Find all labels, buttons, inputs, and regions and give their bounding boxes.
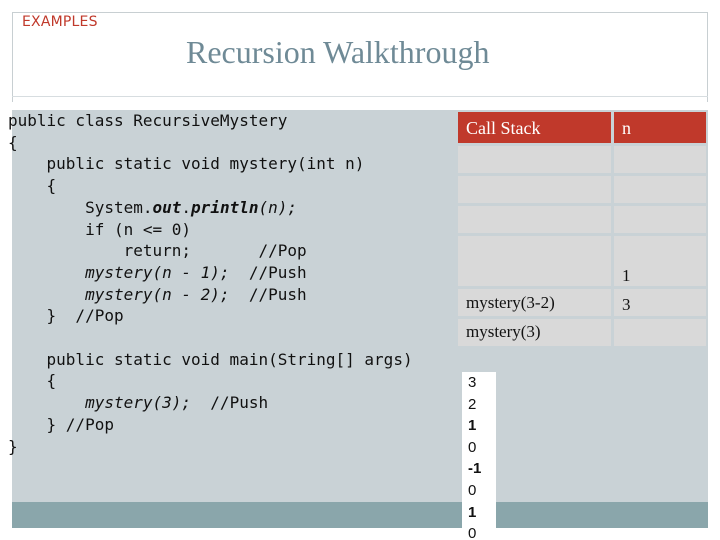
- call-stack-header: Call Stack: [466, 118, 541, 138]
- frame-right-line: [707, 12, 708, 102]
- stack-call-label: mystery(3-2): [466, 293, 555, 312]
- stack-row-cell: [458, 146, 611, 173]
- stack-call-label: mystery(3): [466, 322, 541, 341]
- output-line: 0: [468, 481, 477, 499]
- code-line: public static void mystery(int n): [8, 154, 365, 174]
- code-line: mystery(n - 2);: [8, 284, 230, 304]
- stack-row-cell: [458, 236, 611, 286]
- code-comment: //Push: [229, 284, 307, 304]
- title-divider: [12, 96, 708, 97]
- output-line: 0: [468, 525, 477, 540]
- code-line: {: [8, 371, 57, 391]
- code-token: out: [152, 197, 182, 217]
- stack-row-cell: [614, 319, 706, 346]
- output-line: 1: [468, 503, 477, 521]
- code-line: }: [8, 436, 18, 456]
- output-line: -1: [468, 460, 482, 478]
- code-line: {: [8, 132, 18, 152]
- slide-title: Recursion Walkthrough: [186, 34, 490, 70]
- output-line: 1: [468, 417, 477, 435]
- code-line: if (n <= 0): [8, 219, 192, 239]
- code-line: return; //Pop: [8, 241, 307, 261]
- output-line: 0: [468, 438, 477, 456]
- footer-strip: [12, 528, 708, 540]
- footer-bar: [12, 502, 708, 528]
- code-block: public class RecursiveMystery { public s…: [8, 110, 413, 457]
- code-line: public class RecursiveMystery: [8, 111, 288, 130]
- n-header: n: [622, 118, 631, 138]
- code-token: (n);: [258, 197, 298, 217]
- code-line: System.: [8, 197, 153, 217]
- code-line: } //Pop: [8, 414, 114, 434]
- frame-top-line: [12, 12, 708, 13]
- code-token: println: [191, 197, 259, 217]
- code-line: mystery(3);: [8, 393, 192, 413]
- code-line: public static void main(String[] args): [8, 349, 413, 369]
- stack-row-cell: [614, 289, 706, 316]
- code-line: mystery(n - 1);: [8, 262, 230, 282]
- stack-row-cell: [458, 289, 611, 316]
- stack-row-cell: [614, 206, 706, 233]
- stack-n-value: 1: [622, 266, 631, 285]
- code-line: {: [8, 176, 57, 196]
- stack-n-value: 3: [622, 295, 631, 314]
- stack-row-cell: [458, 319, 611, 346]
- stack-row-cell: [458, 206, 611, 233]
- output-line: 3: [468, 374, 477, 391]
- console-output: 3 2 1 0 -1 0 1 0: [462, 372, 496, 540]
- code-line: } //Pop: [8, 306, 124, 326]
- stack-row-cell: [458, 176, 611, 203]
- stack-row-cell: [614, 146, 706, 173]
- code-token: .: [181, 197, 192, 217]
- output-line: 2: [468, 395, 477, 413]
- stack-row-cell: [614, 236, 706, 286]
- call-stack-header-cell: [458, 112, 611, 143]
- code-comment: //Push: [191, 393, 269, 413]
- frame-left-line: [12, 12, 13, 102]
- section-label: EXAMPLES: [22, 14, 98, 30]
- n-header-cell: [614, 112, 706, 143]
- stack-row-cell: [614, 176, 706, 203]
- code-comment: //Push: [229, 262, 307, 282]
